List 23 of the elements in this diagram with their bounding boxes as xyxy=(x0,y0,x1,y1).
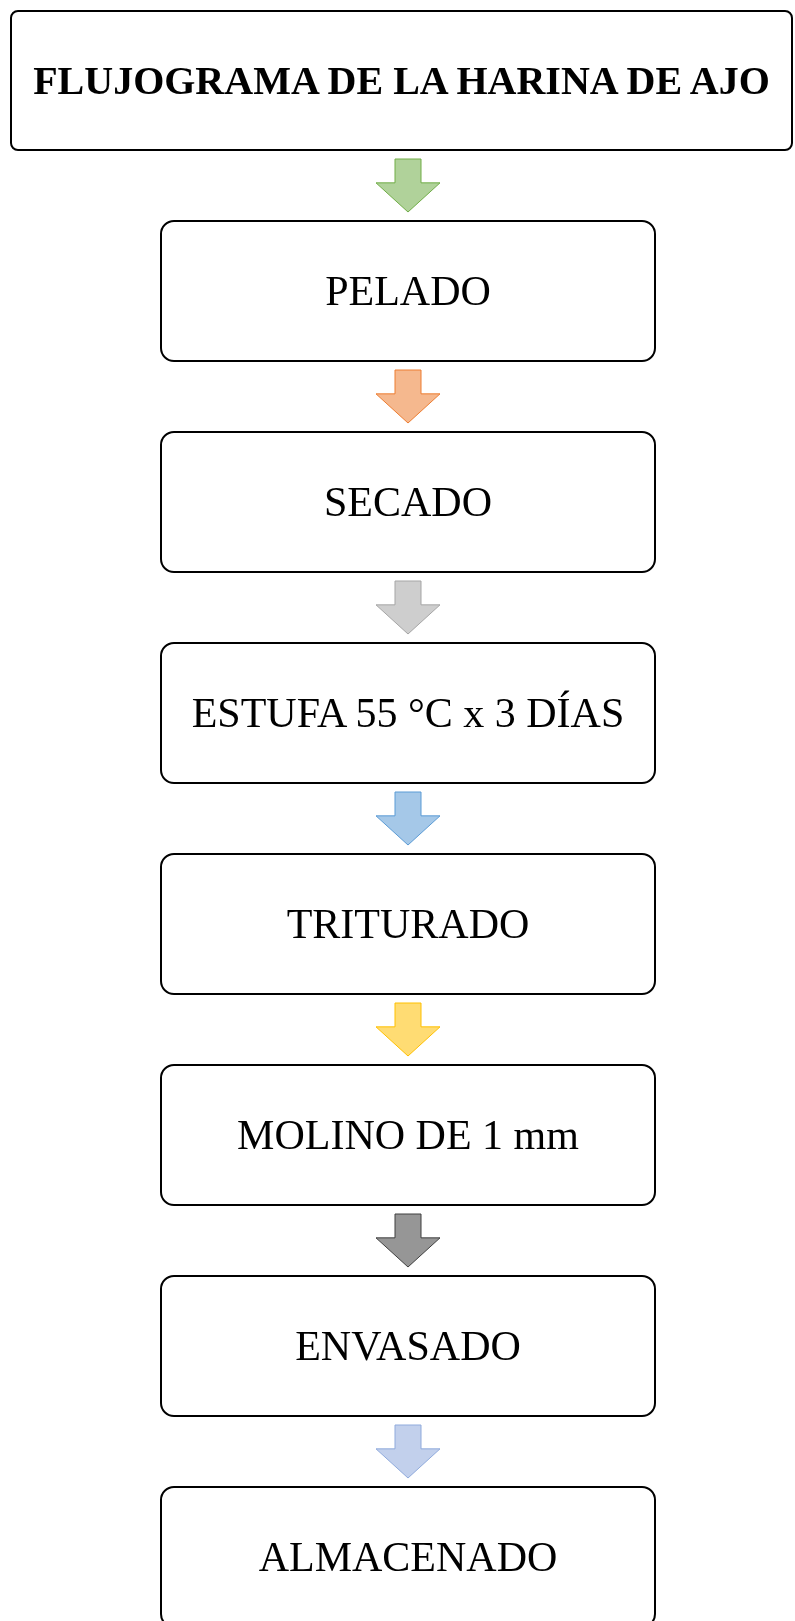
block-arrow xyxy=(375,369,441,424)
step-text: ALMACENADO xyxy=(258,1534,558,1580)
step-text: SECADO xyxy=(324,479,492,525)
step-text: MOLINO DE 1 mm xyxy=(237,1112,579,1158)
process-box xyxy=(160,1064,656,1206)
process-box xyxy=(160,431,656,573)
process-box xyxy=(160,1275,656,1417)
step-text: ENVASADO xyxy=(295,1323,521,1369)
block-arrow xyxy=(375,1002,441,1057)
process-box xyxy=(160,642,656,784)
process-box xyxy=(160,1486,656,1621)
block-arrow xyxy=(375,580,441,635)
process-box xyxy=(160,853,656,995)
block-arrow xyxy=(375,1213,441,1268)
block-arrow xyxy=(375,1424,441,1479)
title-text: FLUJOGRAMA DE LA HARINA DE AJO xyxy=(33,59,770,102)
step-text: TRITURADO xyxy=(286,901,530,947)
process-box xyxy=(160,220,656,362)
block-arrow xyxy=(375,791,441,846)
block-arrow xyxy=(375,158,441,213)
step-text: ESTUFA 55 °C x 3 DÍAS xyxy=(191,690,625,736)
step-text: PELADO xyxy=(325,268,491,314)
title-box xyxy=(10,10,793,151)
